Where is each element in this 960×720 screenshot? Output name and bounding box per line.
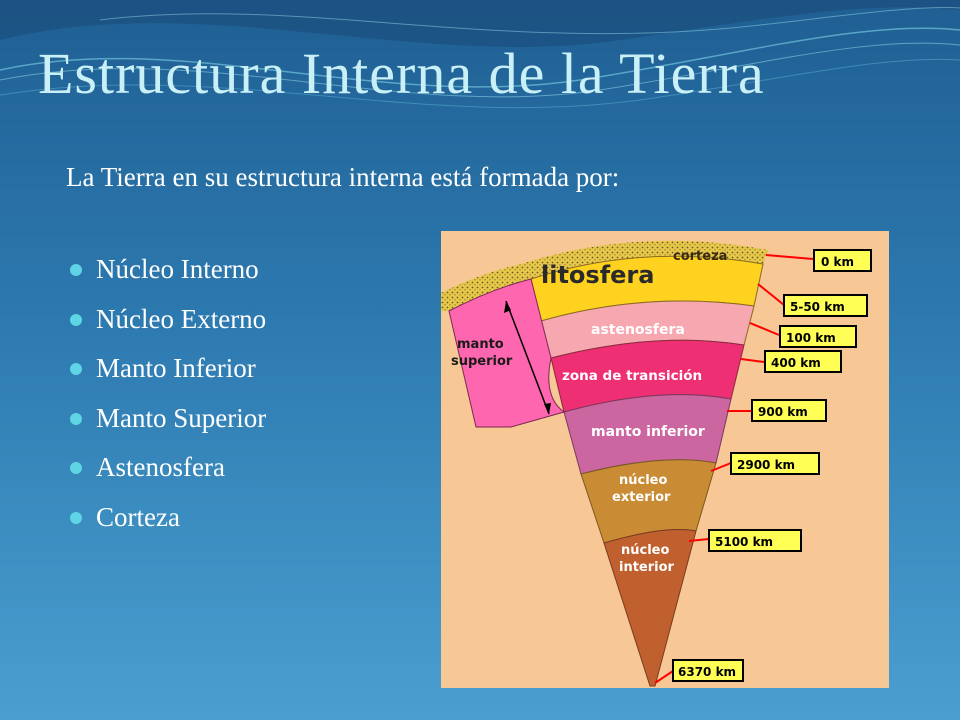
label-manto-superior-1: manto: [457, 337, 504, 352]
leader-line: [765, 254, 814, 260]
list-item: Núcleo Interno: [70, 250, 266, 300]
bullet-icon: [70, 412, 82, 425]
label-nucleo-interior-2: interior: [619, 560, 675, 575]
label-nucleo-exterior-2: exterior: [612, 490, 671, 505]
label-manto-inferior: manto inferior: [591, 424, 705, 440]
label-corteza: corteza: [673, 249, 727, 264]
depth-label: 5-50 km: [790, 300, 845, 314]
label-nucleo-interior-1: núcleo: [621, 543, 669, 558]
label-nucleo-exterior-1: núcleo: [619, 473, 667, 488]
upper-mantle-arrow: [505, 300, 550, 415]
list-item-label: Manto Superior: [96, 402, 267, 433]
label-transicion: zona de transición: [562, 368, 702, 384]
depth-label: 100 km: [786, 331, 836, 345]
leader-line: [710, 462, 732, 472]
crust-side: [441, 264, 531, 311]
bullet-icon: [70, 462, 82, 474]
list-item-label: Manto Inferior: [96, 353, 256, 383]
depth-box: [783, 294, 868, 317]
depth-box: [751, 399, 827, 422]
list-item: Núcleo Externo: [70, 300, 266, 350]
list-item-label: Núcleo Interno: [96, 254, 259, 284]
list-item: Manto Superior: [70, 399, 266, 449]
leader-line: [654, 670, 674, 684]
label-manto-superior-2: superior: [451, 354, 513, 369]
inner-core-layer: [603, 529, 697, 687]
leader-line: [749, 322, 780, 336]
leader-line: [688, 538, 710, 542]
upper-mantle-block: [448, 278, 566, 428]
arrow-head-down: [544, 403, 551, 414]
label-litosfera: litosfera: [541, 261, 654, 289]
depth-label: 900 km: [758, 405, 808, 419]
bullet-icon: [70, 264, 82, 276]
list-item: Astenosfera: [70, 448, 266, 498]
list-item: Manto Inferior: [70, 349, 266, 399]
depth-box: [764, 350, 842, 373]
depth-label: 6370 km: [678, 665, 736, 679]
bullet-icon: [70, 511, 82, 524]
intro-text: La Tierra en su estructura interna está …: [66, 162, 620, 192]
depth-box: [813, 249, 872, 272]
depth-box: [779, 325, 857, 348]
depth-box: [730, 452, 820, 475]
decorative-waves: [0, 0, 960, 109]
earth-structure-diagram: corteza litosfera astenosfera zona de tr…: [441, 231, 889, 688]
layer-list: Núcleo Interno Núcleo Externo Manto Infe…: [70, 250, 266, 547]
slide-title: Estructura Interna de la Tierra: [38, 41, 765, 106]
depth-label: 5100 km: [715, 535, 773, 549]
list-item-label: Núcleo Externo: [96, 303, 267, 334]
depth-box: [672, 659, 744, 682]
list-item: Corteza: [70, 498, 266, 548]
bullet-icon: [70, 363, 82, 375]
depth-box: [708, 529, 802, 552]
bullet-icon: [70, 313, 82, 326]
list-item-label: Astenosfera: [96, 452, 225, 482]
crust-band: [521, 240, 768, 279]
label-astenosfera: astenosfera: [591, 322, 685, 338]
list-item-label: Corteza: [96, 501, 180, 532]
arrow-head-up: [504, 301, 511, 313]
depth-label: 0 km: [821, 255, 854, 269]
depth-label: 2900 km: [737, 458, 795, 472]
depth-label: 400 km: [771, 356, 821, 370]
leader-line: [757, 283, 785, 306]
leader-line: [740, 358, 765, 363]
